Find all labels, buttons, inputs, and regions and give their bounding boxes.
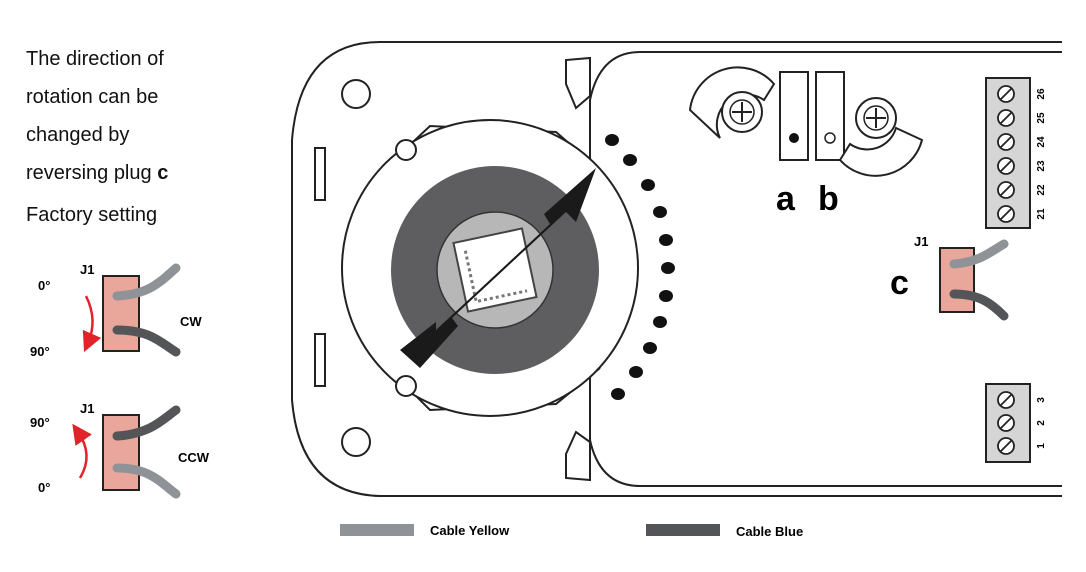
switch-b-label: b <box>818 180 839 218</box>
switch-a-slot <box>779 71 809 161</box>
ccw-plug <box>102 414 140 491</box>
shaft-clamp <box>341 119 639 417</box>
terminal-24: 24 <box>1036 136 1047 148</box>
ccw-angle-top: 90° <box>30 415 50 430</box>
legend-blue-swatch <box>646 524 720 536</box>
terminal-25: 25 <box>1036 112 1047 124</box>
legend: Cable Yellow Cable Blue <box>340 523 803 539</box>
terminal-block-bottom: 3 2 1 <box>985 383 1047 463</box>
terminal-26: 26 <box>1036 88 1047 100</box>
terminal-21: 21 <box>1036 208 1047 220</box>
ccw-angle-bottom: 0° <box>38 480 50 495</box>
instruction-line-4: reversing plug c <box>26 154 168 192</box>
terminal-block-top: 26 25 24 23 22 21 <box>985 77 1047 229</box>
cw-connector-label: J1 <box>80 262 94 277</box>
legend-yellow-label: Cable Yellow <box>430 523 510 538</box>
terminal-23: 23 <box>1036 160 1047 172</box>
plug-c: J1 c <box>890 234 1009 321</box>
terminal-22: 22 <box>1036 184 1047 196</box>
ccw-connector-label: J1 <box>80 401 94 416</box>
cw-plug <box>102 275 140 352</box>
instruction-line-2: rotation can be <box>26 86 159 108</box>
clamp-screw-top <box>395 139 417 161</box>
cw-rotation-arrow <box>82 295 102 353</box>
plug-c-connector-label: J1 <box>914 234 928 249</box>
mounting-hole-bottom <box>341 427 371 457</box>
plug-c-label: c <box>890 264 909 302</box>
position-arrow <box>400 168 596 368</box>
instruction-line-1: The direction of <box>26 48 164 70</box>
cw-example: J1 0° 90° CW <box>30 262 202 359</box>
cw-cable-yellow <box>112 263 181 301</box>
switch-a-label: a <box>776 180 796 218</box>
bracket-bottom <box>565 430 591 482</box>
instruction-plug-letter: c <box>157 162 169 184</box>
switch-b-slot <box>815 71 845 161</box>
ccw-direction-label: CCW <box>178 450 210 465</box>
switch-b: b <box>815 71 924 218</box>
square-shaft <box>452 227 538 313</box>
switch-a: a <box>688 66 809 218</box>
clamp-screw-bottom <box>395 375 417 397</box>
cw-cable-blue <box>112 325 181 357</box>
ccw-example: J1 90° 0° CCW <box>30 401 210 499</box>
terminal-2: 2 <box>1036 420 1047 426</box>
ccw-rotation-arrow <box>72 423 92 479</box>
plug-c-body <box>939 247 975 313</box>
legend-yellow-swatch <box>340 524 414 536</box>
legend-blue-label: Cable Blue <box>736 524 803 539</box>
plug-c-cable-blue <box>949 289 1009 321</box>
gear-teeth <box>605 134 675 400</box>
plug-c-cable-yellow <box>949 239 1009 269</box>
bracket-top <box>565 56 591 110</box>
instruction-line-4-text: reversing plug <box>26 162 152 184</box>
instruction-line-3: changed by <box>26 124 130 146</box>
cw-direction-label: CW <box>180 314 202 329</box>
cw-angle-bottom: 90° <box>30 344 50 359</box>
slot-upper <box>314 147 326 201</box>
terminal-3: 3 <box>1036 397 1047 403</box>
switch-b-indicator <box>824 132 836 144</box>
switch-a-indicator <box>789 133 799 143</box>
terminal-1: 1 <box>1036 443 1047 449</box>
cw-angle-top: 0° <box>38 278 50 293</box>
ccw-cable-blue <box>112 405 181 441</box>
factory-setting-label: Factory setting <box>26 204 158 226</box>
slot-lower <box>314 333 326 387</box>
instruction-text: The direction of rotation can be changed… <box>26 40 168 234</box>
mounting-hole-top <box>341 79 371 109</box>
ccw-cable-yellow <box>112 463 181 499</box>
